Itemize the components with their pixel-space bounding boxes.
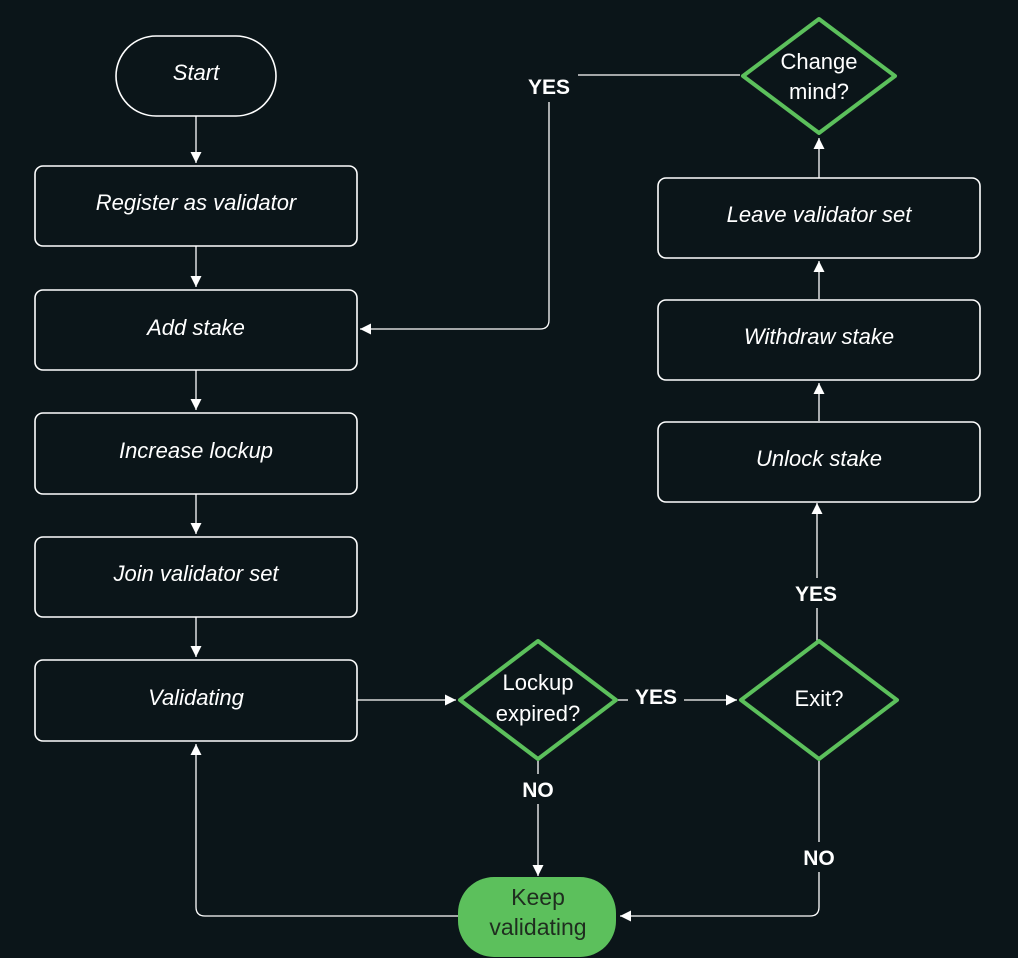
node-keep-validating-line1: Keep bbox=[511, 884, 565, 910]
node-validating: Validating bbox=[34, 659, 358, 742]
node-withdraw-stake-label: Withdraw stake bbox=[744, 324, 894, 349]
node-register: Register as validator bbox=[34, 165, 358, 247]
edges bbox=[190, 74, 825, 922]
edge-exit-keep bbox=[620, 759, 820, 922]
node-join-set: Join validator set bbox=[34, 536, 358, 618]
node-start-label: Start bbox=[173, 60, 220, 85]
node-lockup-expired: Lockup expired? bbox=[458, 639, 618, 761]
node-add-stake-label: Add stake bbox=[145, 315, 245, 340]
node-exit-label: Exit? bbox=[795, 686, 844, 711]
edge-label-lockup-no: NO bbox=[522, 779, 554, 802]
node-unlock-stake-label: Unlock stake bbox=[756, 446, 882, 471]
edge-label-change-yes: YES bbox=[528, 76, 570, 99]
edge-keep-validating bbox=[190, 744, 458, 917]
node-add-stake: Add stake bbox=[34, 289, 358, 371]
node-start: Start bbox=[115, 35, 277, 117]
edge-label-lockup-yes: YES bbox=[635, 686, 677, 709]
node-leave-set: Leave validator set bbox=[657, 177, 981, 259]
node-increase-lockup-label: Increase lockup bbox=[119, 438, 273, 463]
node-join-set-label: Join validator set bbox=[112, 561, 279, 586]
edge-changemind-addstake bbox=[360, 74, 740, 335]
edge-label-exit-yes: YES bbox=[795, 583, 837, 606]
edge-label-exit-no: NO bbox=[803, 847, 835, 870]
node-validating-label: Validating bbox=[148, 685, 245, 710]
node-withdraw-stake: Withdraw stake bbox=[657, 299, 981, 381]
node-unlock-stake: Unlock stake bbox=[657, 421, 981, 503]
edge-label-backgrounds bbox=[516, 72, 844, 872]
node-keep-validating: Keep validating bbox=[458, 877, 616, 957]
node-change-mind: Change mind? bbox=[741, 17, 897, 135]
node-increase-lockup: Increase lockup bbox=[34, 412, 358, 495]
edge-labels: YES YES NO YES NO bbox=[522, 76, 837, 870]
node-exit: Exit? bbox=[739, 639, 899, 761]
node-change-mind-line2: mind? bbox=[789, 79, 849, 104]
node-lockup-expired-line2: expired? bbox=[496, 701, 580, 726]
node-lockup-expired-line1: Lockup bbox=[503, 670, 574, 695]
node-keep-validating-line2: validating bbox=[489, 914, 586, 940]
node-register-label: Register as validator bbox=[96, 190, 298, 215]
node-change-mind-line1: Change bbox=[780, 49, 857, 74]
node-leave-set-label: Leave validator set bbox=[727, 202, 913, 227]
